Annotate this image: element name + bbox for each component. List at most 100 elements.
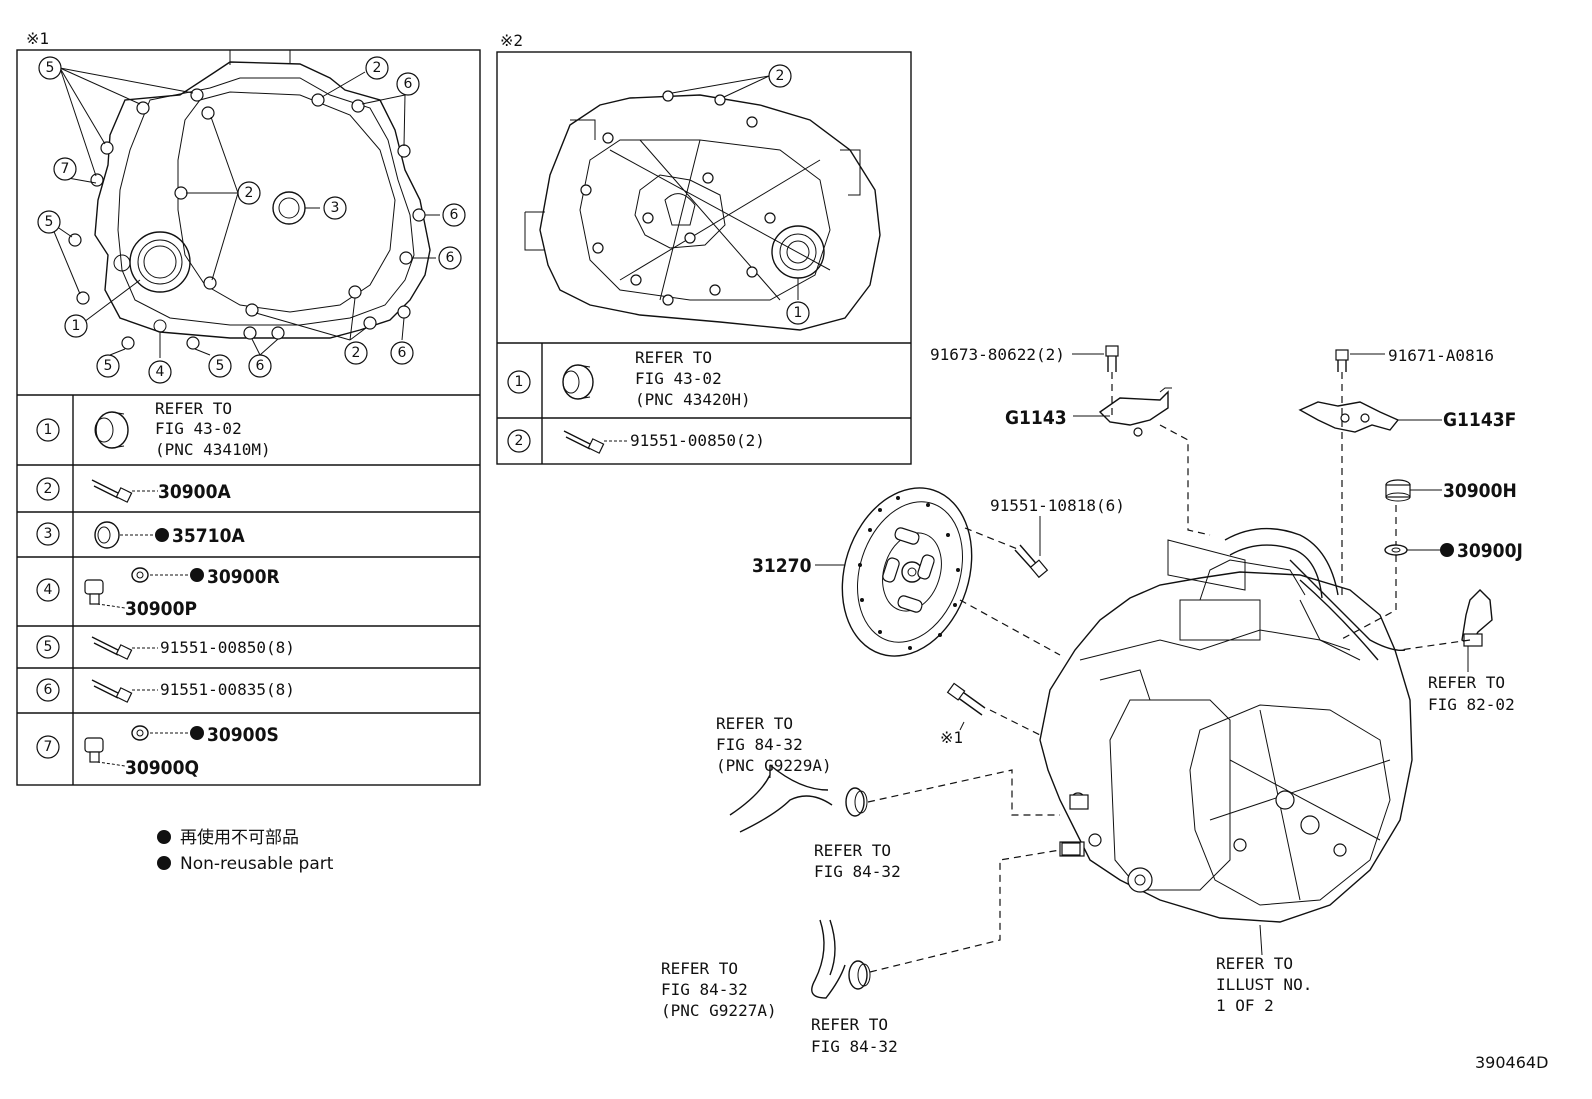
refer-line: REFER TO (635, 348, 712, 367)
row-number: 4 (44, 582, 53, 598)
callout-6: 6 (450, 207, 459, 223)
oil-seal-icon (94, 521, 120, 549)
part-number: 30900P (125, 598, 197, 620)
bolt-top-left (1105, 345, 1119, 372)
refer-illust-line: 1 OF 2 (1216, 996, 1274, 1015)
refer-illust-line: ILLUST NO. (1216, 975, 1312, 994)
part-number: 91551-00850(8) (160, 638, 295, 657)
legend: 再使用不可部品 Non-reusable part (157, 827, 334, 874)
part-number: 30900R (207, 566, 280, 588)
callout-5: 5 (45, 214, 54, 230)
non-reusable-dot-icon (157, 830, 171, 844)
refer-fig-82-line: REFER TO (1428, 673, 1505, 692)
part-number: 30900S (207, 724, 279, 746)
transaxle-housing-rear-view: 2 1 (524, 64, 881, 331)
washer-icon (131, 725, 149, 741)
part-number: 35710A (172, 525, 245, 547)
hose-upper (729, 764, 833, 833)
non-reusable-dot-icon (190, 568, 204, 582)
transaxle-housing-front-view: 5 7 5 1 2 3 2 6 6 6 6 2 6 5 4 5 (37, 49, 466, 384)
refer-line: (PNC 43410M) (155, 440, 271, 459)
row-number: 2 (515, 433, 524, 449)
refer-line: FIG 43-02 (155, 419, 242, 438)
transaxle-assembly (1039, 527, 1413, 923)
figure-code: 390464D (1475, 1053, 1548, 1072)
callout-2: 2 (245, 185, 254, 201)
part-number: 30900A (158, 481, 231, 503)
refer-line: FIG 43-02 (635, 369, 722, 388)
oil-seal-icon (562, 364, 594, 400)
callout-bolt-top-right: 91671-A0816 (1388, 346, 1494, 365)
part-number: 91551-00850(2) (630, 431, 765, 450)
inset2-table: 1 REFER TO FIG 43-02 (PNC 43420H) 2 9155… (507, 348, 765, 454)
bracket-left (1098, 387, 1172, 437)
callout-2: 2 (352, 345, 361, 361)
legend-english: Non-reusable part (180, 854, 334, 874)
row-number: 3 (44, 526, 53, 542)
bolt-top-right (1335, 349, 1349, 372)
sensor (1461, 589, 1493, 647)
hose-lower (811, 919, 846, 999)
row-number: 7 (44, 739, 53, 755)
bolt-icon (91, 636, 133, 660)
callout-star-ref: ※1 (940, 728, 963, 747)
bolt-icon (91, 479, 133, 503)
inset1-label: ※1 (26, 29, 49, 48)
callout-4: 4 (156, 364, 165, 380)
non-reusable-dot-icon (157, 856, 171, 870)
row-number: 5 (44, 639, 53, 655)
refer-hose-lower-line: FIG 84-32 (661, 980, 748, 999)
callout-bracket-left: G1143 (1005, 407, 1067, 429)
inset1-frame (16, 49, 481, 786)
refer-hose-upper-line: (PNC G9229A) (716, 756, 832, 775)
inset1-table: 1 REFER TO FIG 43-02 (PNC 43410M) 2 3090… (36, 399, 295, 779)
refer-line: (PNC 43420H) (635, 390, 751, 409)
drain-plug-icon (84, 737, 104, 763)
callout-2: 2 (776, 68, 785, 84)
refer-hose-upper-line: REFER TO (716, 714, 793, 733)
inset2-label: ※2 (500, 31, 523, 50)
non-reusable-dot-icon (155, 528, 169, 542)
callout-clutch-disc: 31270 (752, 555, 812, 577)
callout-disc-bolt: 91551-10818(6) (990, 496, 1125, 515)
refer-clamp-upper-line: FIG 84-32 (814, 862, 901, 881)
refer-hose-upper-line: FIG 84-32 (716, 735, 803, 754)
part-number: 91551-00835(8) (160, 680, 295, 699)
legend-japanese: 再使用不可部品 (180, 827, 299, 848)
refer-hose-lower-line: REFER TO (661, 959, 738, 978)
callout-6: 6 (256, 358, 265, 374)
gasket (1384, 544, 1408, 556)
clutch-disc (841, 487, 973, 657)
callout-5: 5 (216, 358, 225, 374)
row-number: 1 (44, 422, 53, 438)
callout-7: 7 (61, 161, 70, 177)
housing-bolt (946, 682, 986, 716)
refer-clamp-upper-line: REFER TO (814, 841, 891, 860)
callout-2: 2 (373, 60, 382, 76)
part-number: 30900Q (125, 757, 199, 779)
disc-bolt (1014, 544, 1049, 579)
drain-plug-icon (84, 579, 104, 605)
callout-bracket-right: G1143F (1443, 409, 1516, 431)
refer-clamp-lower-line: REFER TO (811, 1015, 888, 1034)
callout-5: 5 (46, 60, 55, 76)
callout-5: 5 (104, 358, 113, 374)
bolt-icon (91, 679, 133, 703)
row-number: 1 (515, 374, 524, 390)
callout-1: 1 (794, 305, 803, 321)
clamp-upper (845, 787, 868, 817)
reference-leader-lines (867, 372, 1471, 973)
refer-hose-lower-line: (PNC G9227A) (661, 1001, 777, 1020)
oil-seal-icon (94, 411, 129, 449)
washer-icon (131, 567, 149, 583)
refer-fig-82-line: FIG 82-02 (1428, 695, 1515, 714)
refer-clamp-lower-line: FIG 84-32 (811, 1037, 898, 1056)
bracket-right (1298, 401, 1400, 433)
callout-6: 6 (404, 76, 413, 92)
non-reusable-dot-icon (190, 726, 204, 740)
non-reusable-dot-icon (1440, 543, 1454, 557)
callout-6: 6 (398, 345, 407, 361)
callout-gasket: 30900J (1457, 540, 1523, 562)
inset2-frame (496, 51, 912, 465)
